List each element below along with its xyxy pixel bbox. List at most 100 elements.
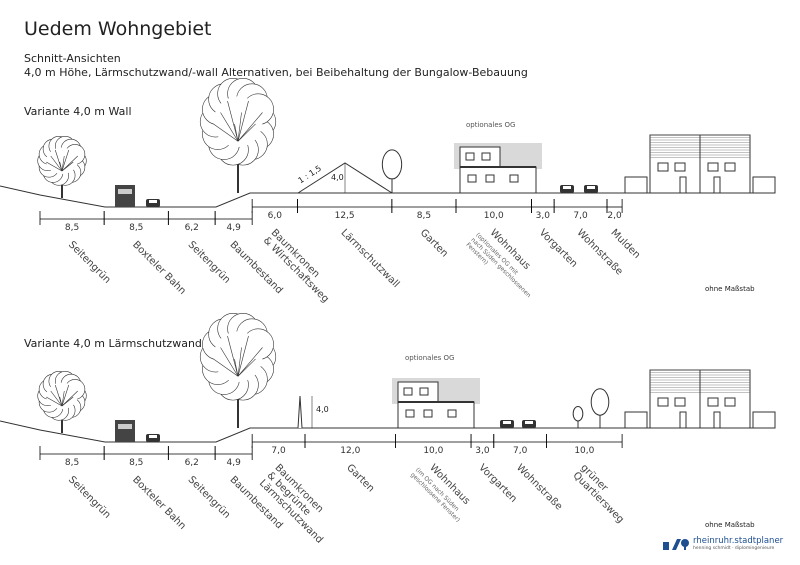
company-logo: rheinruhr.stadtplaner henning schmidt · … <box>662 537 783 551</box>
tree-branch <box>237 358 256 377</box>
small-tree-icon <box>572 405 584 428</box>
window <box>485 174 495 183</box>
dimension-value: 7,0 <box>271 446 286 456</box>
car-icon <box>584 185 598 193</box>
car-window <box>525 421 533 424</box>
window <box>707 162 719 172</box>
segment-label: Seitengrün <box>186 474 233 521</box>
garage <box>752 411 776 429</box>
small-tree-icon <box>381 149 403 193</box>
dimension-value: 6,2 <box>185 458 199 468</box>
segment-label: Garten <box>418 227 450 259</box>
dimension-value: 7,0 <box>573 211 588 221</box>
tree-branch <box>61 384 70 407</box>
dimension-value: 3,0 <box>475 446 490 456</box>
train-window <box>118 189 132 194</box>
car-icon <box>146 199 160 207</box>
tree-branch <box>220 112 239 142</box>
tree-branch <box>234 123 239 142</box>
segment-label-line: Garten <box>418 227 450 259</box>
variant-heading-wall: Variante 4,0 m Wall <box>24 105 132 118</box>
segment-label-line: Seitengrün <box>186 474 233 521</box>
segment-label: Seitengrün <box>66 239 113 286</box>
tree-crown <box>381 149 403 180</box>
segment-label: Boxteler Bahn <box>130 239 188 297</box>
tree-branch <box>237 112 263 142</box>
car-window <box>503 421 511 424</box>
ground-profile <box>0 185 760 208</box>
tree-branch <box>61 155 78 172</box>
optional-og-label: optionales OG <box>405 354 455 362</box>
tree-icon <box>37 135 87 198</box>
tree-branch <box>220 347 239 377</box>
dimension-value: 6,2 <box>185 223 199 233</box>
neighbouring-houses <box>624 134 776 194</box>
car-icon <box>522 420 536 428</box>
segment-label: Lärmschutzwall <box>339 227 402 290</box>
tree-branch <box>50 155 63 172</box>
car-icon <box>560 185 574 193</box>
dimension-value: 12,5 <box>335 211 355 221</box>
segment-label-line: Wohnstraße <box>514 462 564 512</box>
residential-house <box>392 378 480 429</box>
logo-name: rheinruhr.stadtplaner <box>693 536 784 546</box>
door <box>679 411 687 429</box>
dimension-value: 8,5 <box>65 223 79 233</box>
tree-branch <box>237 335 249 377</box>
noise-protection-wall <box>297 395 303 429</box>
ground-profile <box>0 420 760 443</box>
window <box>657 162 669 172</box>
train-icon <box>115 420 135 442</box>
tree-branch <box>213 358 239 377</box>
page-title: Uedem Wohngebiet <box>24 18 212 40</box>
dimension-value: 8,5 <box>129 458 143 468</box>
variant-heading-wand: Variante 4,0 m Lärmschutzwand <box>24 337 202 350</box>
tree-icon <box>37 370 87 433</box>
dimension-value: 4,9 <box>226 223 241 233</box>
subtitle: Schnitt-Ansichten <box>24 52 121 65</box>
tree-branch <box>50 390 63 407</box>
segment-label: Vorgarten <box>537 227 580 270</box>
dimension-value: 10,0 <box>423 446 443 456</box>
tree-branch <box>237 100 249 142</box>
large-tree-icon <box>199 77 277 193</box>
window <box>674 162 686 172</box>
window <box>481 152 491 161</box>
train-window <box>118 424 132 429</box>
tree-branch <box>227 335 239 377</box>
dimension-value: 4,9 <box>226 458 241 468</box>
tree-branch <box>237 347 242 377</box>
dimension-value: 3,0 <box>536 211 551 221</box>
car-window <box>587 186 595 189</box>
window <box>403 387 413 396</box>
height-label: 4,0 <box>331 173 344 182</box>
tree-crown <box>46 147 78 174</box>
segment-label: Vorgarten <box>476 462 519 505</box>
door <box>713 176 721 194</box>
window <box>724 397 736 407</box>
window <box>465 152 475 161</box>
tree-branch <box>61 155 65 172</box>
car-icon <box>500 420 514 428</box>
window <box>447 409 457 418</box>
segment-label: Baumkronen& begrünteLärmschutzwand <box>257 462 340 545</box>
dimension-value: 8,5 <box>129 223 143 233</box>
segment-label-line: Mulden <box>608 227 642 261</box>
segment-label: Baumkronen& Wirtschaftsweg <box>261 227 339 305</box>
car-icon <box>146 434 160 442</box>
car-window <box>149 200 157 203</box>
garage <box>624 176 648 194</box>
window <box>405 409 415 418</box>
